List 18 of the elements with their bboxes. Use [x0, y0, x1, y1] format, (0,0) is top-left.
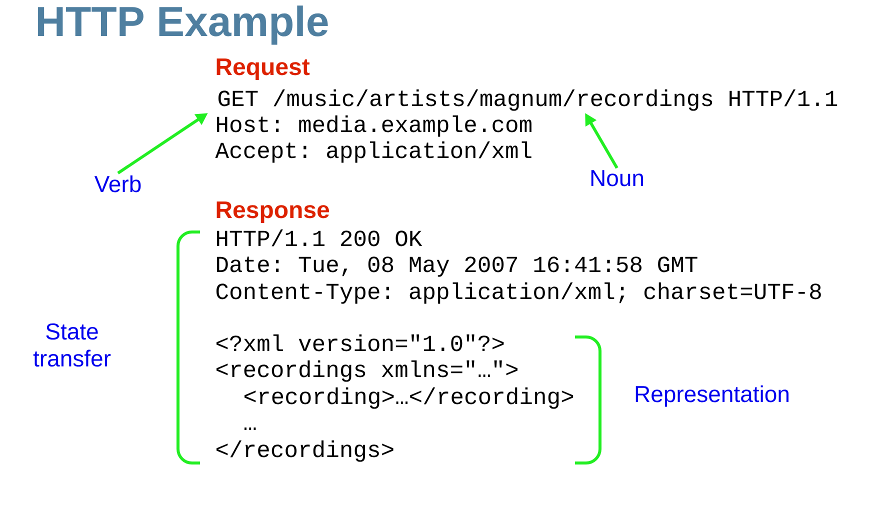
code-line: Date: Tue, 08 May 2007 16:41:58 GMT	[217, 256, 698, 277]
code-line: <?xml version="1.0"?>	[216, 334, 504, 352]
section-heading: Request	[216, 58, 310, 80]
annotation-label: State transfer	[33, 323, 111, 367]
code-line: </recordings>	[216, 440, 394, 462]
title: HTTP Example	[38, 6, 328, 45]
code-line: HTTP/1.1 200 OK	[217, 229, 422, 246]
code-line: Host: media.example.com	[217, 115, 532, 137]
code-line: Accept: application/xml	[215, 141, 532, 163]
annotation-label: Representation	[636, 385, 788, 407]
annotation-label: Noun	[591, 170, 643, 186]
code-line: GET /music/artists/magnum/recordings HTTP/1.1	[218, 89, 838, 111]
code-line: <recordings xmlns="…">	[216, 360, 518, 382]
code-line: Content-Type: application/xml; charset=UTF-8	[216, 282, 821, 304]
annotation-label: Verb	[94, 175, 141, 192]
code-line: …	[244, 428, 256, 430]
section-heading: Response	[216, 201, 330, 223]
code-line: <recording>…</recording>	[244, 387, 574, 409]
